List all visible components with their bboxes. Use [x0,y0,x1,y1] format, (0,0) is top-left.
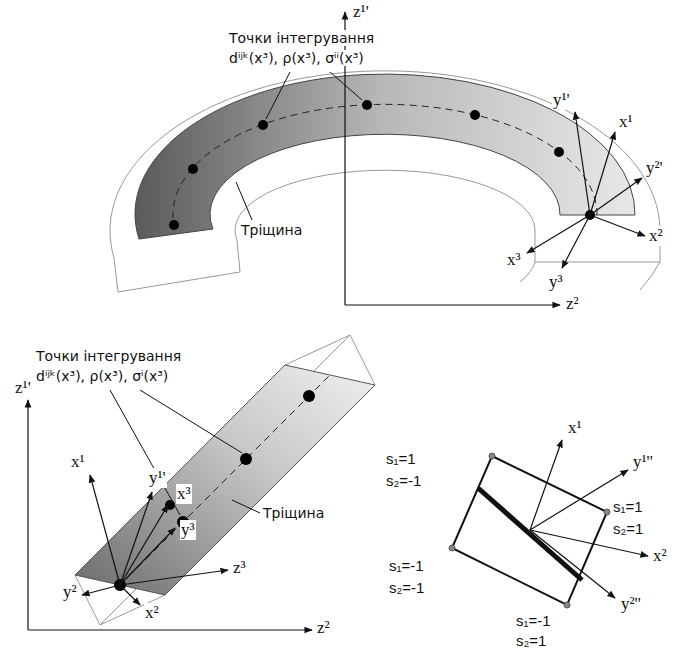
coordinate-label: s₂=-1 [388,579,425,596]
axes [530,440,648,598]
axis-label: x¹ [618,112,634,132]
axis-label: z¹' [14,378,32,398]
axis-label: y¹'' [632,452,654,472]
parent-element [452,456,607,605]
coordinate-label: s₂=-1 [385,472,422,489]
axis-label: z³ [232,558,247,578]
axes [345,12,645,305]
axis-label: y² [62,582,78,602]
axis-label: x² [652,546,668,566]
coordinate-label: s₂=1 [515,632,547,649]
coordinate-label: s₁=-1 [515,612,552,629]
crack-line [478,488,582,580]
axis-label: y²' [645,158,664,178]
axis-label: y¹' [148,468,167,488]
axis-label: x¹ [567,418,583,438]
axis-label: z² [316,618,331,638]
section-heading: Точки інтегрування [35,348,182,364]
axis-label: y³ [180,520,196,540]
coordinate-label: s₁=-1 [388,557,425,574]
axis-label: y³ [548,272,564,292]
axis-label: x³ [506,250,522,270]
formula: dⁱʲᵏ(x³), ρ(x³), σⁱ(x³) [35,368,169,384]
crack-surface [75,365,375,595]
crack-surface [135,74,635,239]
axis-label: y¹' [552,90,571,110]
leader-lines [110,390,260,515]
mid-line [173,104,597,225]
crack-label: Тріщина [240,222,303,238]
integration-points [114,390,315,591]
coordinate-label: s₁=1 [385,450,417,467]
curved-shell [110,71,660,292]
mid-line [120,375,330,585]
section-heading: Точки інтегрування [228,30,375,46]
axis-label: z² [565,294,580,314]
axis-label: x¹ [70,452,86,472]
formula: dⁱʲᵏ(x³), ρ(x³), σⁱⁱ(x³) [228,50,365,66]
axis-label: x² [144,603,160,623]
integration-points [169,100,595,230]
axis-label: x³ [176,484,192,504]
leader-lines [236,72,362,220]
axis-label: y²'' [620,594,642,614]
corner-nodes [449,453,610,608]
coordinate-label: s₂=1 [612,520,644,537]
crack-label: Тріщина [262,505,325,521]
coordinate-label: s₁=1 [612,498,644,515]
axis-label: z¹' [352,2,370,22]
axis-label: x² [648,226,664,246]
